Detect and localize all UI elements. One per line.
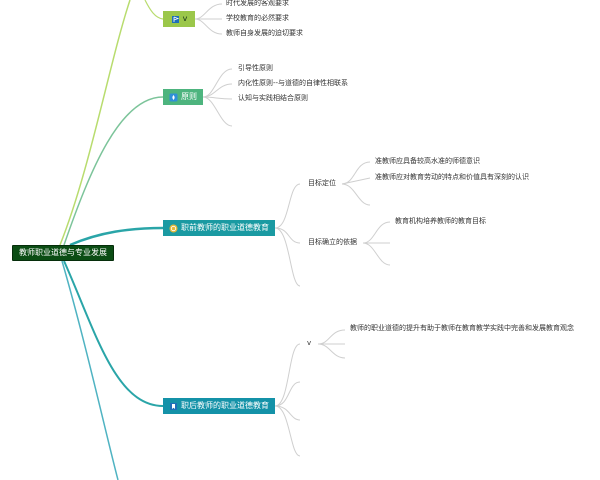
root-node[interactable]: 教师职业道德与专业发展 [12, 245, 114, 261]
branch-3-sub-1-leaf-1[interactable]: 准教师应具备较高水准的师德意识 [375, 157, 480, 165]
branch-2-leaf-3[interactable]: 认知与实践相结合原则 [238, 94, 308, 102]
branch-1-leaf-1[interactable]: 时代发展的客观要求 [226, 0, 289, 7]
connector-root-branch4 [63, 260, 164, 407]
branch-3-sub-1-leaf-2[interactable]: 准教师应对教育劳动的特点和价值具有深刻的认识 [375, 173, 529, 181]
branch-1-label: v [182, 14, 188, 23]
branch-4-sub-1-leaf-1[interactable]: 教师的职业道德的提升有助于教师在教育教学实践中完善和发展教育观念 [350, 324, 574, 332]
branch-node-2[interactable]: 原则 [163, 89, 203, 105]
droplet-icon [169, 93, 178, 102]
connector-root-bottom [61, 260, 119, 480]
branch-4-label: 职后教师的职业道德教育 [181, 401, 269, 410]
branch-3-sub-2[interactable]: 目标确立的依据 [308, 238, 357, 246]
connector-root-branch1-stub [144, 0, 164, 20]
connector-root-branch1 [59, 0, 131, 246]
branch-node-1[interactable]: v [163, 11, 195, 27]
branch-4-sub-1[interactable]: v [307, 339, 312, 347]
branch-3-sub-1[interactable]: 目标定位 [308, 179, 336, 187]
branch-3-sub-2-leaf-1[interactable]: 教育机构培养教师的教育目标 [395, 217, 486, 225]
branch-node-4[interactable]: 职后教师的职业道德教育 [163, 398, 275, 414]
branch-2-leaf-1[interactable]: 引导性原则 [238, 64, 273, 72]
bookmark-icon [169, 402, 178, 411]
branch-1-leaf-2[interactable]: 学校教育的必然要求 [226, 14, 289, 22]
branch-node-3[interactable]: 职前教师的职业道德教育 [163, 220, 275, 236]
branch-2-label: 原则 [181, 92, 197, 101]
medal-icon [169, 224, 178, 233]
branch-3-label: 职前教师的职业道德教育 [181, 223, 269, 232]
flag-icon [171, 15, 180, 24]
connector-root-branch3 [69, 226, 164, 247]
root-label: 教师职业道德与专业发展 [19, 248, 107, 257]
branch-1-leaf-3[interactable]: 教师自身发展的迫切要求 [226, 29, 303, 37]
branch-2-leaf-2[interactable]: 内化性原则--与道德的自律性相联系 [238, 79, 349, 87]
connector-root-branch2 [63, 96, 164, 246]
